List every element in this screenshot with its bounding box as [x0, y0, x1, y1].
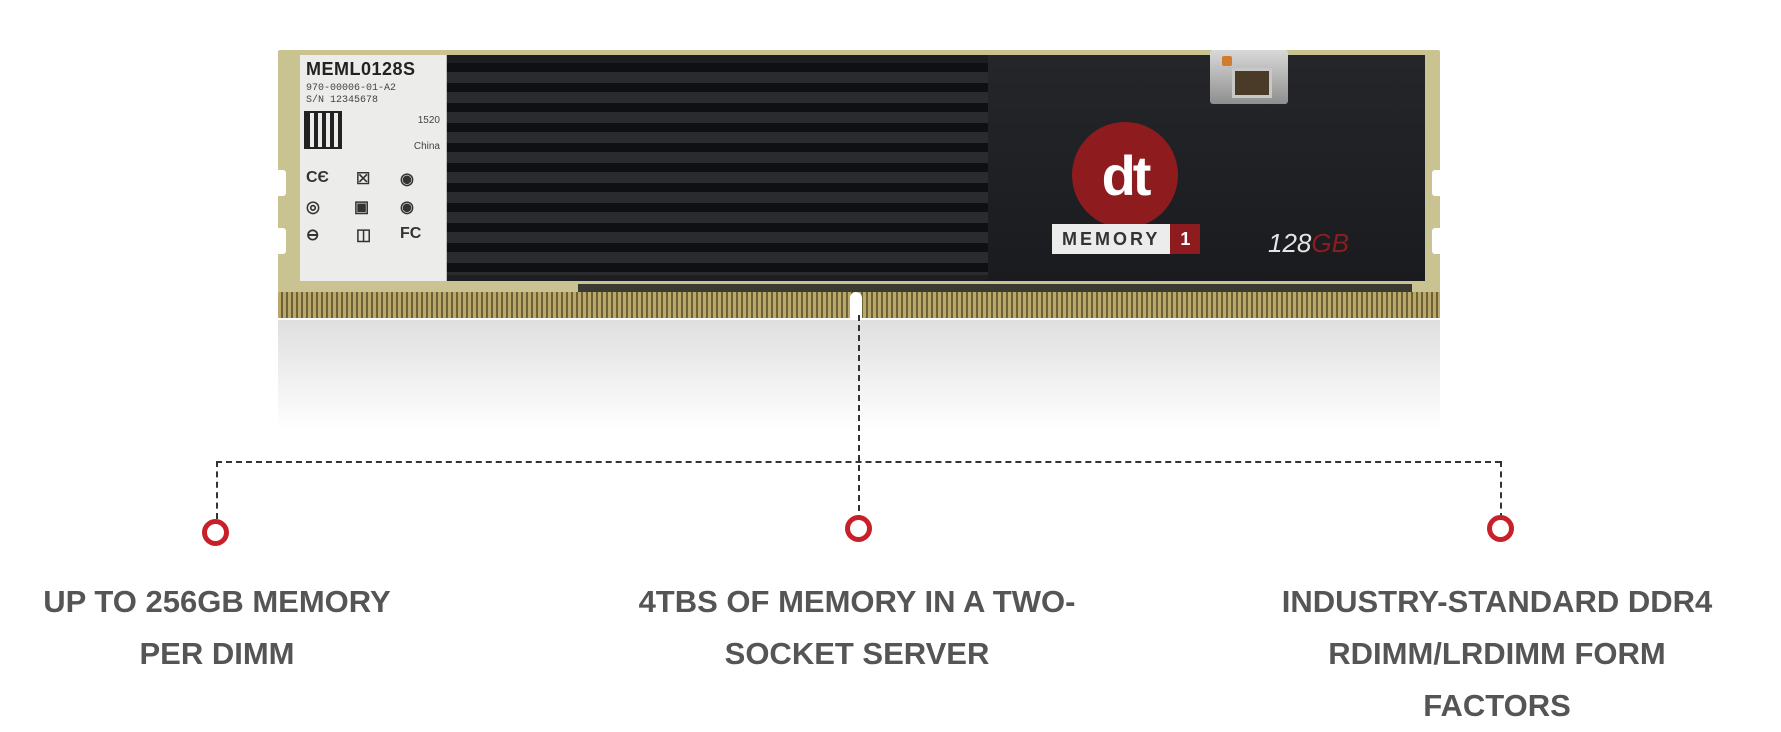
usb-connector: [1210, 50, 1288, 104]
weee-mark-icon: ◫: [356, 227, 372, 244]
ce-mark-icon: CЄ: [306, 169, 329, 186]
callout-line-left: [216, 461, 218, 519]
module-label: MEML0128S 970-00006-01-A2 S/N 12345678 1…: [300, 55, 447, 281]
callout-dot-icon: [1487, 515, 1514, 542]
callout-line-horizontal: [216, 461, 1501, 463]
callout-line-main: [858, 315, 860, 531]
capacity-unit: GB: [1311, 228, 1349, 258]
module-side-notch: [272, 228, 286, 254]
module-side-notch: [272, 170, 286, 196]
module-side-notch: [1432, 170, 1446, 196]
fcc-mark-icon: FC: [400, 225, 422, 242]
brand-number: 1: [1170, 224, 1201, 254]
feature-line: SOCKET SERVER: [724, 636, 990, 671]
feature-line: RDIMM/LRDIMM FORM FACTORS: [1328, 636, 1666, 723]
dt-logo: dt: [1072, 122, 1178, 228]
capacity-number: 128: [1268, 228, 1312, 258]
callout-dot-icon: [845, 515, 872, 542]
status-led-icon: [1222, 56, 1232, 66]
feature-line: INDUSTRY-STANDARD DDR4: [1281, 584, 1713, 619]
recycle-mark-icon: ◎: [306, 199, 320, 216]
heatsink-fins: [446, 63, 988, 275]
module-key-notch: [850, 292, 862, 318]
connector-port: [1232, 68, 1272, 98]
feature-line: PER DIMM: [139, 636, 295, 671]
kc-mark-icon: ▣: [354, 199, 370, 216]
weee-bin-icon: ☒: [356, 171, 371, 188]
feature-line: UP TO 256GB MEMORY: [43, 584, 391, 619]
date-code: 1520: [417, 115, 440, 126]
ul-mark-icon: ◉: [400, 171, 414, 188]
callout-line-right: [1500, 461, 1502, 519]
part-number: MEML0128S: [306, 59, 416, 79]
callout-dot-icon: [202, 519, 229, 546]
qr-code-icon: [304, 111, 342, 149]
model-line: 970-00006-01-A2: [306, 83, 397, 94]
memory-module-image: MEML0128S 970-00006-01-A2 S/N 12345678 1…: [272, 50, 1446, 318]
feature-line: 4TBS OF MEMORY IN A TWO-: [638, 584, 1076, 619]
origin-country: China: [413, 141, 440, 152]
brand-word: MEMORY: [1052, 224, 1171, 254]
feature-capacity-per-dimm: UP TO 256GB MEMORY PER DIMM: [0, 576, 457, 680]
capacity-label: 128GB: [1268, 228, 1349, 259]
cert-mark-icon: ◉: [400, 199, 414, 216]
serial-number: S/N 12345678: [306, 95, 379, 106]
module-side-notch: [1432, 228, 1446, 254]
pcb-components: [578, 284, 1412, 294]
memory1-brand: MEMORY 1: [1052, 224, 1201, 254]
prohibition-mark-icon: ⊖: [306, 227, 320, 244]
feature-server-capacity: 4TBS OF MEMORY IN A TWO- SOCKET SERVER: [617, 576, 1097, 680]
feature-form-factors: INDUSTRY-STANDARD DDR4 RDIMM/LRDIMM FORM…: [1257, 576, 1737, 732]
